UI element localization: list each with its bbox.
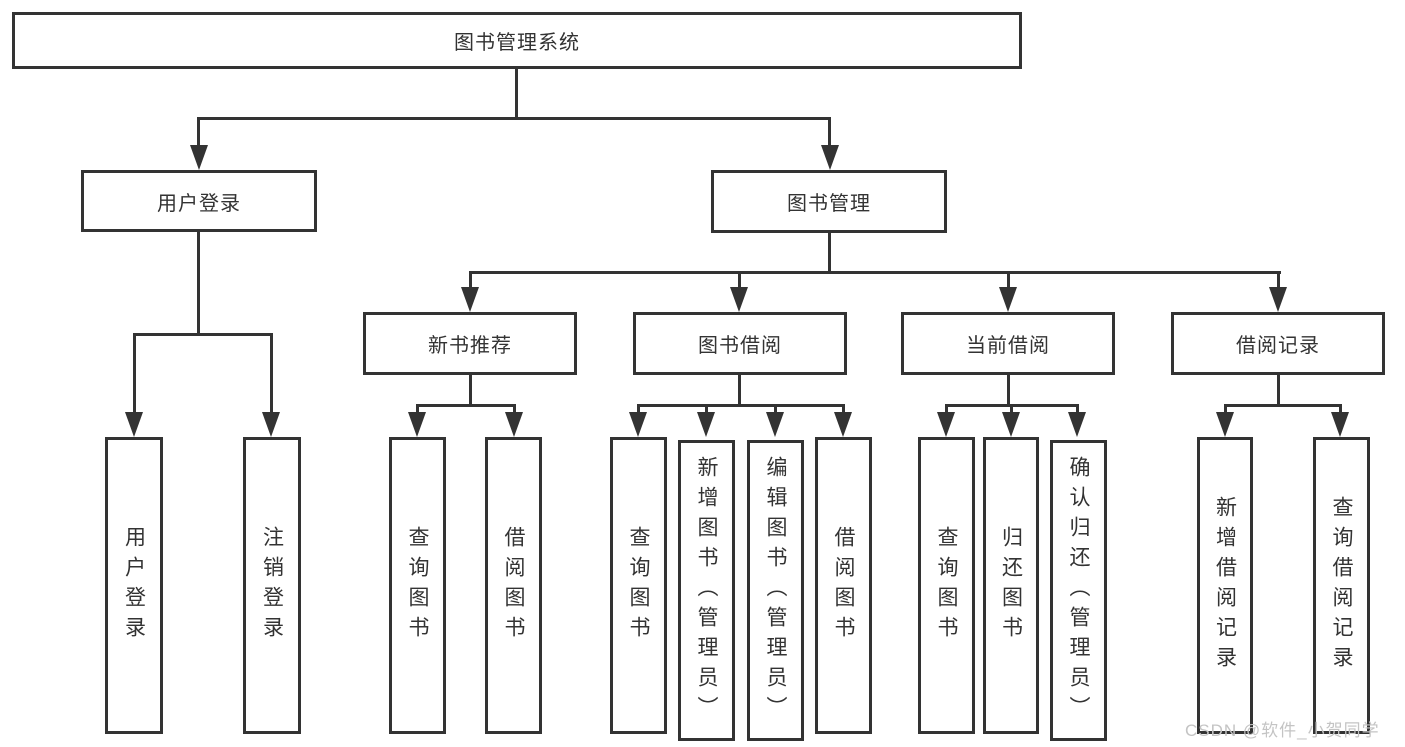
node-label: 编辑图书（管理员）: [764, 455, 787, 726]
node-query-books: 查询图书: [610, 437, 667, 734]
arrow-down-icon: [262, 412, 280, 437]
arrow-down-icon: [937, 412, 955, 437]
node-query-books: 查询图书: [918, 437, 975, 734]
connector-line: [469, 375, 472, 406]
node-logout: 注销登录: [243, 437, 301, 734]
connector-line: [513, 404, 516, 416]
connector-line: [1224, 404, 1227, 416]
connector-line: [842, 404, 845, 416]
node-borrow-books: 借阅图书: [815, 437, 872, 734]
arrow-down-icon: [1331, 412, 1349, 437]
node-label: 确认归还（管理员）: [1067, 455, 1090, 726]
node-library-management-system: 图书管理系统: [12, 12, 1022, 69]
node-return-books: 归还图书: [983, 437, 1039, 734]
arrow-down-icon: [730, 287, 748, 312]
arrow-down-icon: [999, 287, 1017, 312]
arrow-down-icon: [834, 412, 852, 437]
arrow-down-icon: [505, 412, 523, 437]
connector-line: [828, 233, 831, 274]
node-label: 查询图书: [935, 525, 958, 646]
node-label: 查询图书: [627, 525, 650, 646]
node-borrow-books: 借阅图书: [485, 437, 542, 734]
arrow-down-icon: [1002, 412, 1020, 437]
connector-line: [945, 404, 948, 416]
node-add-borrow-record: 新增借阅记录: [1197, 437, 1253, 734]
connector-line: [416, 404, 419, 416]
node-confirm-return-admin: 确认归还（管理员）: [1050, 440, 1107, 741]
connector-line: [705, 404, 708, 416]
connector-line: [416, 404, 516, 407]
connector-line: [515, 69, 518, 119]
connector-line: [1076, 404, 1079, 416]
node-current-borrowing: 当前借阅: [901, 312, 1115, 375]
connector-line: [197, 117, 200, 147]
node-add-books-admin: 新增图书（管理员）: [678, 440, 735, 741]
node-edit-books-admin: 编辑图书（管理员）: [747, 440, 804, 741]
arrow-down-icon: [1216, 412, 1234, 437]
node-label: 新书推荐: [428, 335, 512, 357]
connector-line: [1339, 404, 1342, 416]
csdn-watermark: CSDN @软件_小贺同学: [1185, 721, 1380, 740]
node-label: 借阅图书: [502, 525, 525, 646]
node-label: 归还图书: [999, 525, 1023, 646]
node-book-management: 图书管理: [711, 170, 947, 233]
connector-line: [1010, 404, 1013, 416]
node-label: 图书借阅: [698, 335, 782, 357]
node-label: 新增借阅记录: [1213, 495, 1237, 676]
connector-line: [469, 271, 472, 291]
connector-line: [774, 404, 777, 416]
node-book-borrowing: 图书借阅: [633, 312, 847, 375]
node-label: 新增图书（管理员）: [695, 455, 718, 726]
connector-line: [270, 333, 273, 414]
arrow-down-icon: [697, 412, 715, 437]
connector-line: [197, 117, 831, 120]
arrow-down-icon: [190, 145, 208, 170]
arrow-down-icon: [766, 412, 784, 437]
node-label: 查询图书: [406, 525, 429, 646]
node-label: 注销登录: [260, 525, 284, 646]
connector-line: [469, 271, 1281, 274]
connector-line: [738, 271, 741, 291]
connector-line: [1007, 375, 1010, 406]
arrow-down-icon: [408, 412, 426, 437]
connector-line: [1007, 271, 1010, 291]
node-label: 借阅图书: [832, 525, 855, 646]
arrow-down-icon: [629, 412, 647, 437]
connector-line: [133, 333, 136, 414]
connector-line: [738, 375, 741, 406]
node-label: 查询借阅记录: [1330, 495, 1353, 676]
node-label: 图书管理系统: [454, 32, 580, 54]
arrow-down-icon: [821, 145, 839, 170]
node-borrowing-records: 借阅记录: [1171, 312, 1385, 375]
arrow-down-icon: [1269, 287, 1287, 312]
node-label: 图书管理: [787, 193, 871, 215]
node-new-book-recommendation: 新书推荐: [363, 312, 577, 375]
connector-line: [637, 404, 845, 407]
node-label: 当前借阅: [966, 335, 1050, 357]
arrow-down-icon: [461, 287, 479, 312]
node-query-books: 查询图书: [389, 437, 446, 734]
connector-line: [1277, 271, 1280, 291]
connector-line: [197, 232, 200, 335]
node-user-login: 用户登录: [81, 170, 317, 232]
connector-line: [828, 117, 831, 147]
connector-line: [1277, 375, 1280, 406]
node-label: 用户登录: [122, 525, 146, 646]
connector-line: [637, 404, 640, 416]
connector-line: [133, 333, 273, 336]
node-label: 借阅记录: [1236, 335, 1320, 357]
arrow-down-icon: [1068, 412, 1086, 437]
node-label: 用户登录: [157, 192, 241, 215]
node-query-borrow-record: 查询借阅记录: [1313, 437, 1370, 734]
node-user-login-leaf: 用户登录: [105, 437, 163, 734]
arrow-down-icon: [125, 412, 143, 437]
connector-line: [1224, 404, 1342, 407]
